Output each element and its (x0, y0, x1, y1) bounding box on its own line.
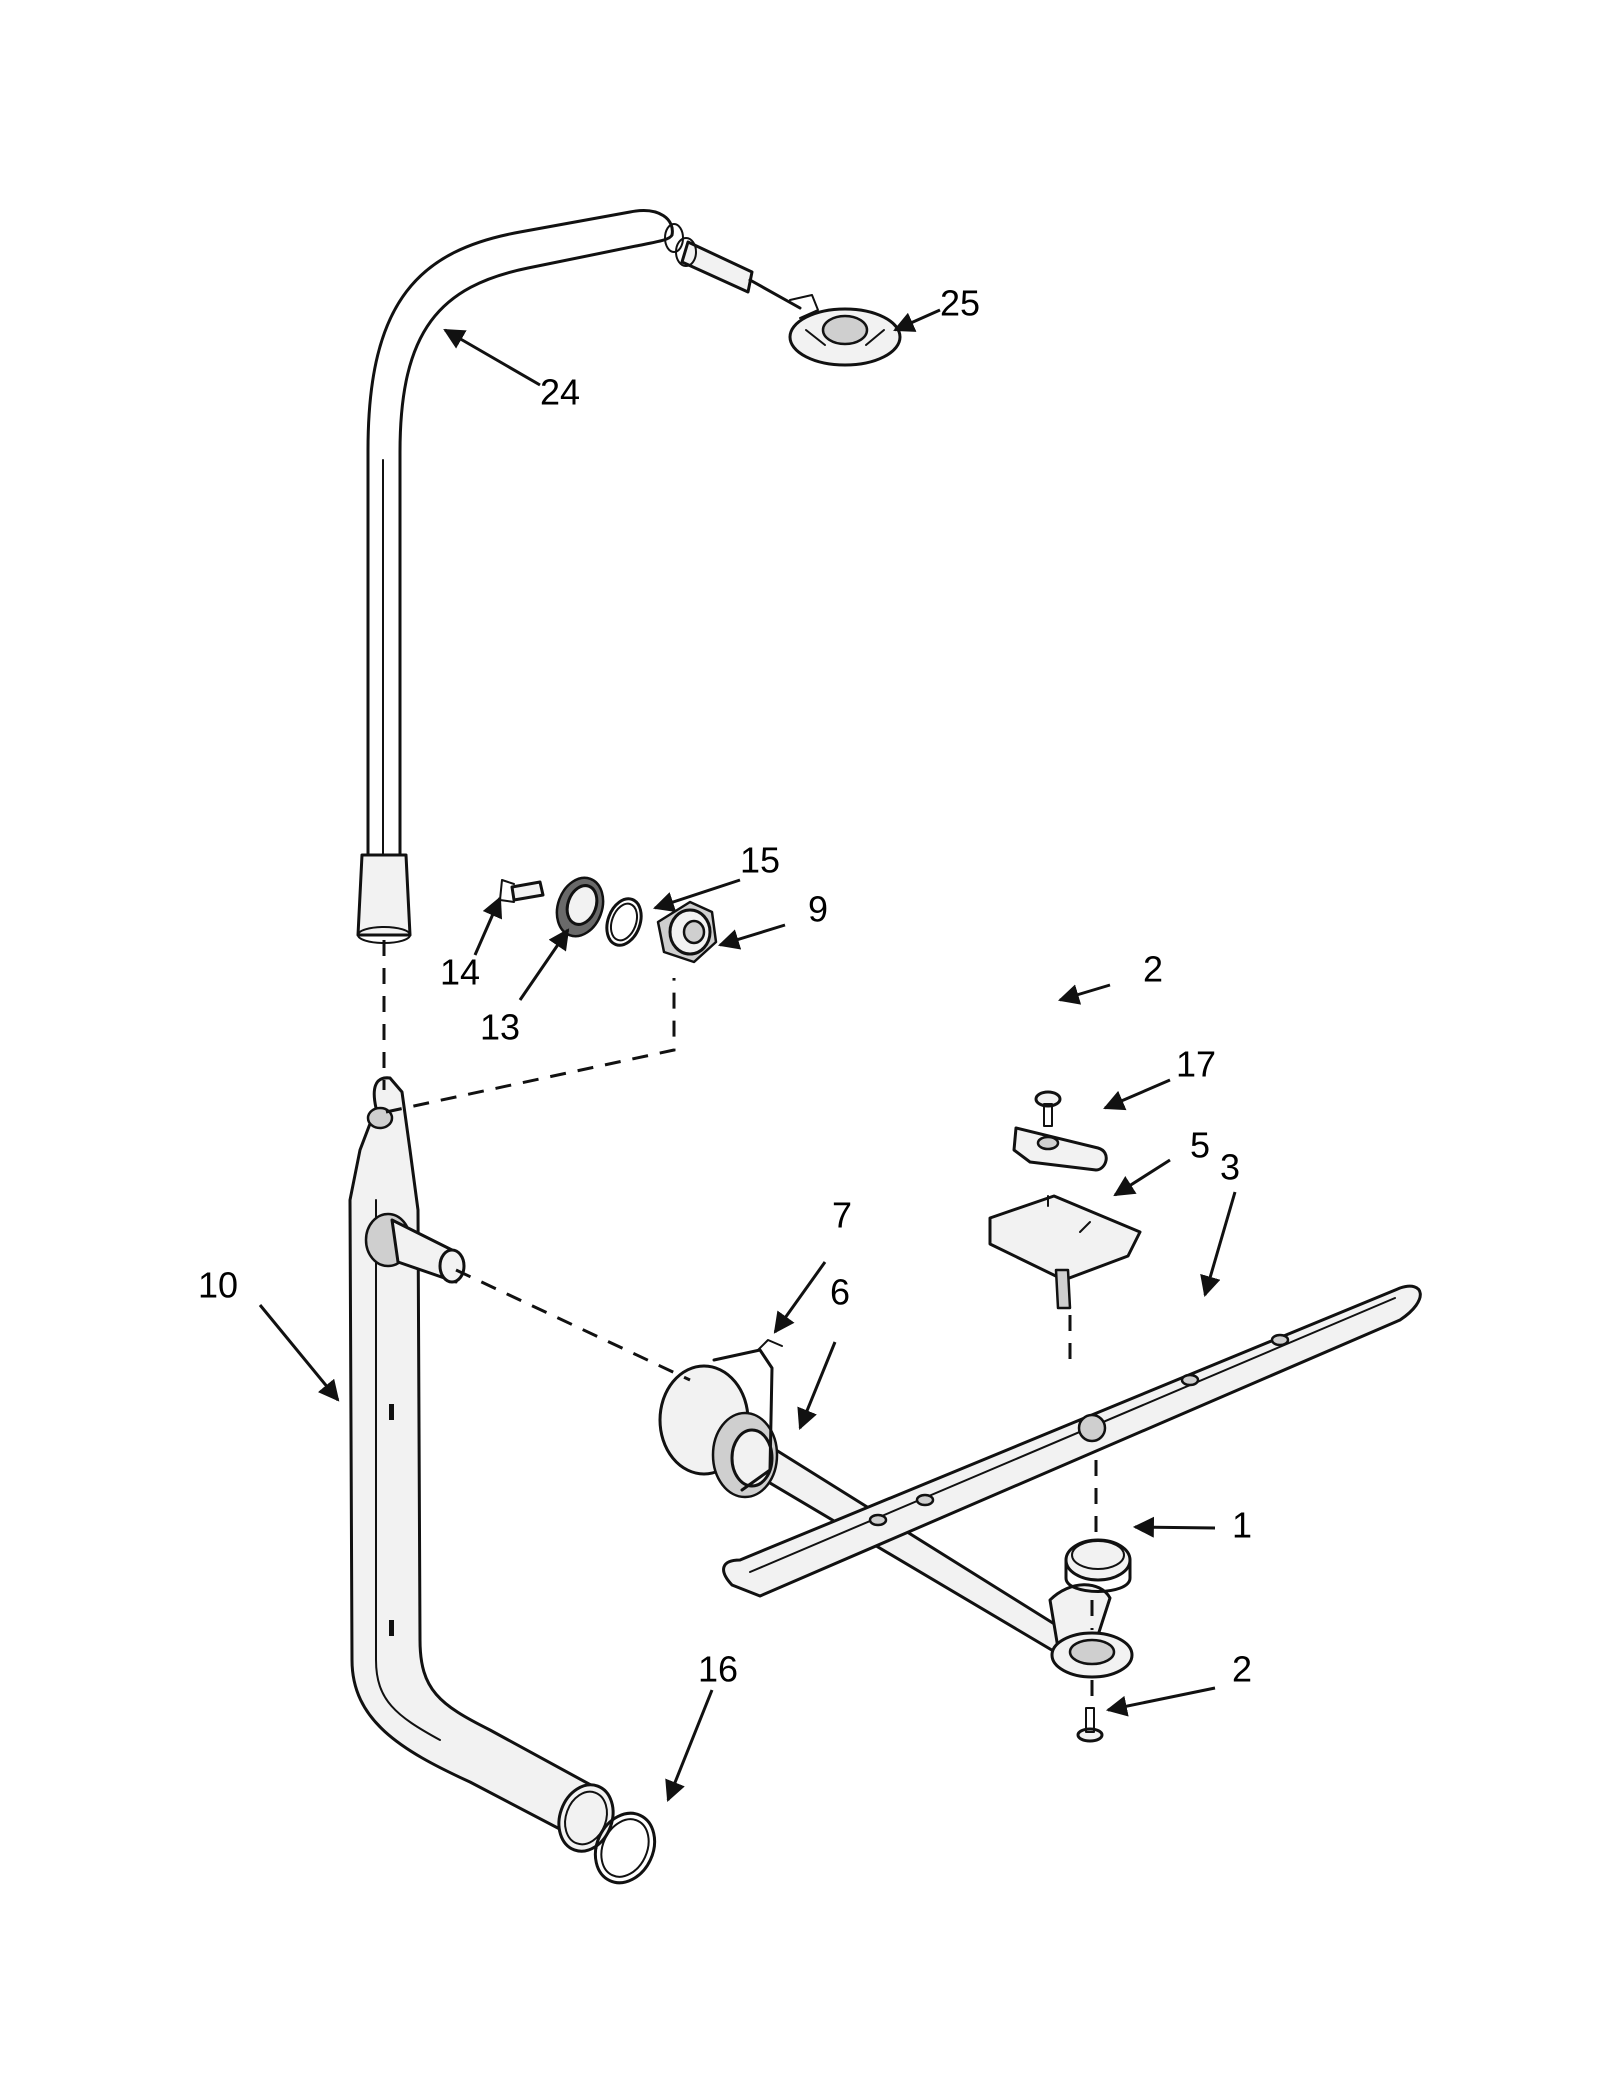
leader-13 (518, 928, 570, 1001)
leader-2-top (1057, 983, 1111, 1005)
label-6: 6 (830, 1272, 850, 1313)
small-parts-group (499, 876, 718, 964)
leader-6 (797, 1341, 837, 1430)
label-10: 10 (198, 1265, 238, 1306)
clip-bracket (988, 1194, 1142, 1310)
leader-15 (653, 878, 741, 913)
label-15: 15 (740, 840, 780, 881)
label-16: 16 (698, 1649, 738, 1690)
lower-hub (1050, 1631, 1134, 1679)
leader-9 (717, 923, 786, 950)
label-7: 7 (832, 1195, 852, 1236)
label-1: 1 (1232, 1505, 1252, 1546)
label-24: 24 (540, 372, 580, 413)
leader-2-bottom (1105, 1686, 1216, 1717)
label-25: 25 (940, 283, 980, 324)
leader-arrows (258, 308, 1237, 1802)
label-9: 9 (808, 889, 828, 930)
leader-16 (665, 1689, 714, 1802)
lower-screw (1076, 1707, 1104, 1743)
leader-24 (443, 328, 541, 387)
label-5: 5 (1190, 1125, 1210, 1166)
label-17: 17 (1176, 1044, 1216, 1085)
leader-3 (1200, 1191, 1237, 1298)
lower-supply-tube (348, 1076, 615, 1853)
label-2-bottom: 2 (1232, 1649, 1252, 1690)
part-callouts: 24 25 15 9 14 13 2 17 5 3 7 6 10 1 2 16 (198, 283, 1252, 1690)
label-14: 14 (440, 952, 480, 993)
leader-5 (1113, 1158, 1171, 1197)
label-2-top: 2 (1143, 949, 1163, 990)
upper-screw (1034, 1090, 1062, 1127)
bracket-cap (1012, 1126, 1108, 1172)
upper-supply-tube (356, 209, 684, 944)
label-3: 3 (1220, 1147, 1240, 1188)
leader-25 (893, 308, 941, 332)
leader-14 (473, 896, 503, 956)
lower-o-ring (593, 1811, 657, 1885)
assembly-lines (382, 940, 1098, 1705)
top-spray-nozzle (675, 237, 902, 367)
leader-7 (773, 1261, 827, 1334)
bearing-ring (1064, 1538, 1132, 1593)
leader-10 (258, 1304, 340, 1402)
leader-1 (1132, 1516, 1216, 1538)
leader-17 (1103, 1078, 1171, 1111)
spray-arm (722, 1284, 1422, 1598)
label-13: 13 (480, 1007, 520, 1048)
